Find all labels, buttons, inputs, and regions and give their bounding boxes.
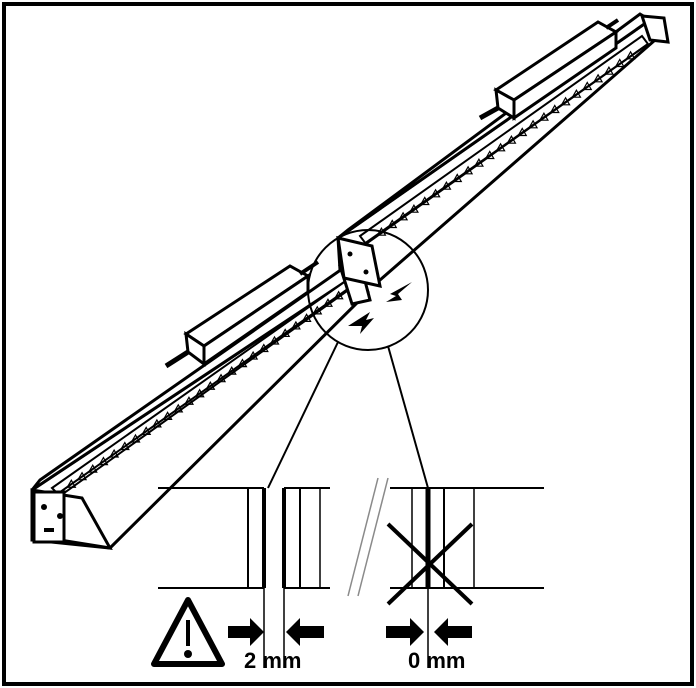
led-lens [322, 298, 333, 307]
led-lens [77, 471, 88, 481]
driver-box-right [478, 18, 620, 121]
led-lens [130, 433, 141, 443]
led-lens [205, 381, 216, 390]
led-lens [87, 463, 98, 473]
led-lens [517, 127, 528, 137]
led-lens [495, 142, 506, 152]
arrow-left-icon [286, 618, 324, 646]
led-dots-left [66, 290, 344, 488]
led-lens [280, 328, 291, 338]
led-lens [473, 157, 484, 167]
led-lens [312, 305, 323, 315]
led-lens [484, 150, 495, 160]
led-lens [538, 111, 549, 121]
led-lens [430, 188, 441, 198]
led-lens [248, 350, 259, 360]
led-lens [301, 313, 312, 322]
led-lens [290, 320, 301, 330]
led-dots-right [376, 50, 636, 236]
led-lens [173, 403, 184, 413]
driver-box-left [164, 260, 320, 369]
led-lens [98, 456, 109, 466]
led-lens [603, 65, 614, 75]
warning-triangle-icon [151, 597, 225, 667]
led-lens [141, 426, 152, 436]
led-lens [226, 365, 237, 375]
led-lens [549, 104, 560, 114]
led-lens [582, 81, 593, 91]
led-lens [419, 196, 430, 206]
detail-correct-gap: 2 mm [158, 477, 389, 673]
led-lens [560, 96, 571, 106]
arrow-left-icon [434, 618, 472, 646]
led-lens [66, 479, 77, 488]
gap-correct-label: 2 mm [244, 648, 301, 673]
led-lens [194, 388, 205, 398]
led-bar-left [30, 259, 372, 550]
led-lens [387, 219, 398, 229]
detail-incorrect-gap: 0 mm [386, 487, 544, 673]
led-lens [593, 73, 604, 83]
led-lens [151, 418, 162, 428]
arrow-right-icon [386, 618, 424, 646]
led-lens [571, 88, 582, 98]
led-lens [528, 119, 539, 129]
led-lens [614, 58, 625, 68]
gap-incorrect-label: 0 mm [408, 648, 465, 673]
detail-magnifier [267, 229, 429, 489]
led-lens [441, 180, 452, 190]
led-lens [119, 441, 130, 451]
led-lens [452, 173, 463, 183]
led-lens [258, 343, 269, 353]
led-lens [237, 358, 248, 368]
led-lens [506, 134, 517, 144]
led-lens [333, 290, 344, 300]
led-bar-right [336, 12, 670, 288]
cross-x-icon [386, 522, 474, 606]
led-lens [625, 50, 636, 60]
led-lens [162, 411, 173, 420]
led-lens [216, 373, 227, 383]
led-lens [269, 335, 280, 345]
led-lens [109, 448, 120, 458]
led-lens [183, 396, 194, 405]
led-lens [463, 165, 474, 175]
arrow-right-icon [228, 618, 264, 646]
led-lens [398, 211, 409, 221]
led-lens [408, 203, 419, 213]
